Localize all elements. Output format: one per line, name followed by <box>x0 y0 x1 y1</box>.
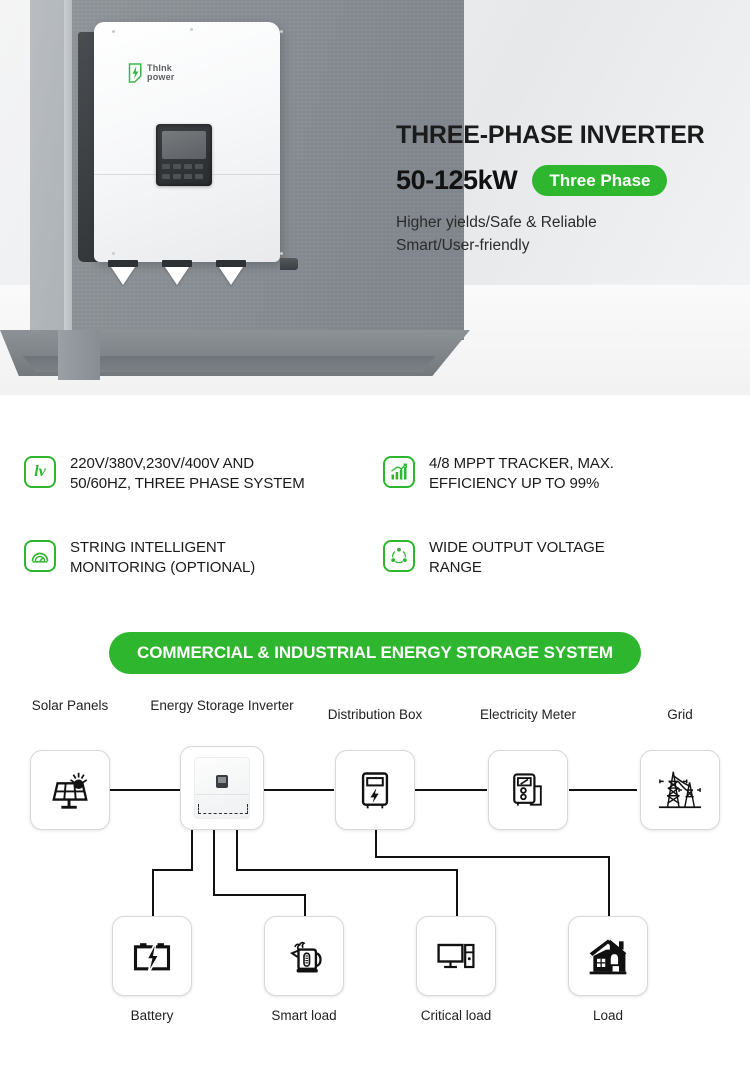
connector <box>108 260 138 294</box>
hero-subtitle: Higher yields/Safe & Reliable Smart/User… <box>396 212 742 257</box>
features-grid: lv 220V/380V,230V/400V AND 50/60HZ, THRE… <box>24 454 726 578</box>
node-label: Solar Panels <box>31 698 109 713</box>
three-phase-badge: Three Phase <box>532 164 668 197</box>
feature-text: 4/8 MPPT TRACKER, MAX. EFFICIENCY UP TO … <box>429 454 614 494</box>
computer-icon[interactable] <box>416 916 496 996</box>
feature-line2: RANGE <box>429 558 482 576</box>
feature-line2: EFFICIENCY UP TO 99% <box>429 474 600 492</box>
banner-wrapper: COMMERCIAL & INDUSTRIAL ENERGY STORAGE S… <box>0 632 750 674</box>
brand-logo-line1: ThInk <box>147 63 172 73</box>
wire-distribution-drop <box>375 830 377 857</box>
electricity-meter-icon[interactable] <box>488 750 568 830</box>
feature-item-output-range: WIDE OUTPUT VOLTAGE RANGE <box>383 538 726 578</box>
inverter-body: ThInk power <box>94 22 283 262</box>
hero-subtitle-line2: Smart/User-friendly <box>396 236 530 254</box>
wire-battery-h <box>152 869 193 871</box>
feature-line1: 220V/380V,230V/400V AND <box>70 455 254 472</box>
connector <box>216 260 246 294</box>
inverter-icon[interactable] <box>180 746 264 830</box>
house-icon[interactable] <box>568 916 648 996</box>
wire-smartload-h <box>213 894 305 896</box>
lcd-button-row-1 <box>162 164 206 169</box>
brand-logo-text: ThInk power <box>147 64 175 82</box>
system-diagram: Solar Panels <box>0 690 750 1075</box>
wire-inverter-drop-3 <box>236 830 238 870</box>
lv-glyph: lv <box>34 463 46 480</box>
hero-subtitle-line1: Higher yields/Safe & Reliable <box>396 214 597 232</box>
lcd-screen <box>162 131 206 159</box>
feature-item-monitoring: STRING INTELLIGENT MONITORING (OPTIONAL) <box>24 538 367 578</box>
wire-criticalload-h <box>236 869 457 871</box>
wire-inverter-to-distribution <box>264 789 334 791</box>
node-label: Battery <box>130 1008 174 1023</box>
feature-item-voltage: lv 220V/380V,230V/400V AND 50/60HZ, THRE… <box>24 454 367 494</box>
feature-line1: STRING INTELLIGENT <box>70 538 226 556</box>
feature-line1: 4/8 MPPT TRACKER, MAX. <box>429 455 614 472</box>
hero-power-row: 50-125kW Three Phase <box>396 164 742 197</box>
node-label: Critical load <box>420 1008 492 1023</box>
node-label: Energy Storage Inverter <box>142 698 302 714</box>
wall-edge <box>64 0 74 340</box>
feature-item-mppt: 4/8 MPPT TRACKER, MAX. EFFICIENCY UP TO … <box>383 454 726 494</box>
lv-voltage-icon: lv <box>24 456 56 488</box>
feature-line2: 50/60HZ, THREE PHASE SYSTEM <box>70 474 305 492</box>
hero-power-range: 50-125kW <box>396 164 518 195</box>
hero-section: ThInk power <box>0 0 750 395</box>
brand-logo: ThInk power <box>128 56 208 90</box>
brand-logo-line2: power <box>147 72 175 82</box>
connector <box>162 260 192 294</box>
feature-line2: MONITORING (OPTIONAL) <box>70 558 256 576</box>
inverter-vent <box>280 258 298 270</box>
node-label: Distribution Box <box>327 707 423 722</box>
wire-to-load <box>608 856 610 916</box>
feature-text: WIDE OUTPUT VOLTAGE RANGE <box>429 538 605 578</box>
wire-meter-to-grid <box>569 789 637 791</box>
feature-text: STRING INTELLIGENT MONITORING (OPTIONAL) <box>70 538 255 578</box>
wire-solar-to-inverter <box>110 789 180 791</box>
feature-text: 220V/380V,230V/400V AND 50/60HZ, THREE P… <box>70 454 305 494</box>
display-platform-front <box>22 356 436 372</box>
system-banner: COMMERCIAL & INDUSTRIAL ENERGY STORAGE S… <box>109 632 641 674</box>
wire-inverter-drop-2 <box>213 830 215 895</box>
electric-kettle-icon[interactable] <box>264 916 344 996</box>
battery-icon[interactable] <box>112 916 192 996</box>
node-label: Grid <box>667 707 693 722</box>
wire-to-critical-load <box>456 869 458 916</box>
node-label: Electricity Meter <box>479 707 577 722</box>
hero-text-block: THREE-PHASE INVERTER 50-125kW Three Phas… <box>396 121 742 257</box>
hero-title: THREE-PHASE INVERTER <box>396 121 705 149</box>
node-label: Smart load <box>271 1008 337 1023</box>
platform-pillar <box>58 330 100 380</box>
inverter-lcd-panel <box>156 124 212 186</box>
inverter-connectors <box>108 260 268 294</box>
inverter-product-image: ThInk power <box>78 22 298 285</box>
wire-to-battery <box>152 869 154 916</box>
solar-panel-icon[interactable] <box>30 750 110 830</box>
inverter-screws <box>104 22 290 262</box>
lcd-button-row-2 <box>162 174 206 179</box>
bar-chart-growth-icon <box>383 456 415 488</box>
wire-to-smart-load <box>304 894 306 916</box>
lightning-bolt-icon <box>128 63 143 83</box>
inverter-thumbnail <box>194 757 250 819</box>
wire-inverter-drop-1 <box>191 830 193 870</box>
wire-distribution-to-meter <box>415 789 487 791</box>
node-label-text: Energy Storage Inverter <box>150 698 294 713</box>
features-section: lv 220V/380V,230V/400V AND 50/60HZ, THRE… <box>0 440 750 610</box>
distribution-box-icon[interactable] <box>335 750 415 830</box>
node-label: Load <box>592 1008 624 1023</box>
three-phase-cycle-icon <box>383 539 415 572</box>
wire-load-h <box>375 856 609 858</box>
gauge-monitoring-icon <box>24 539 56 572</box>
feature-line1: WIDE OUTPUT VOLTAGE <box>429 538 605 556</box>
power-grid-tower-icon[interactable] <box>640 750 720 830</box>
